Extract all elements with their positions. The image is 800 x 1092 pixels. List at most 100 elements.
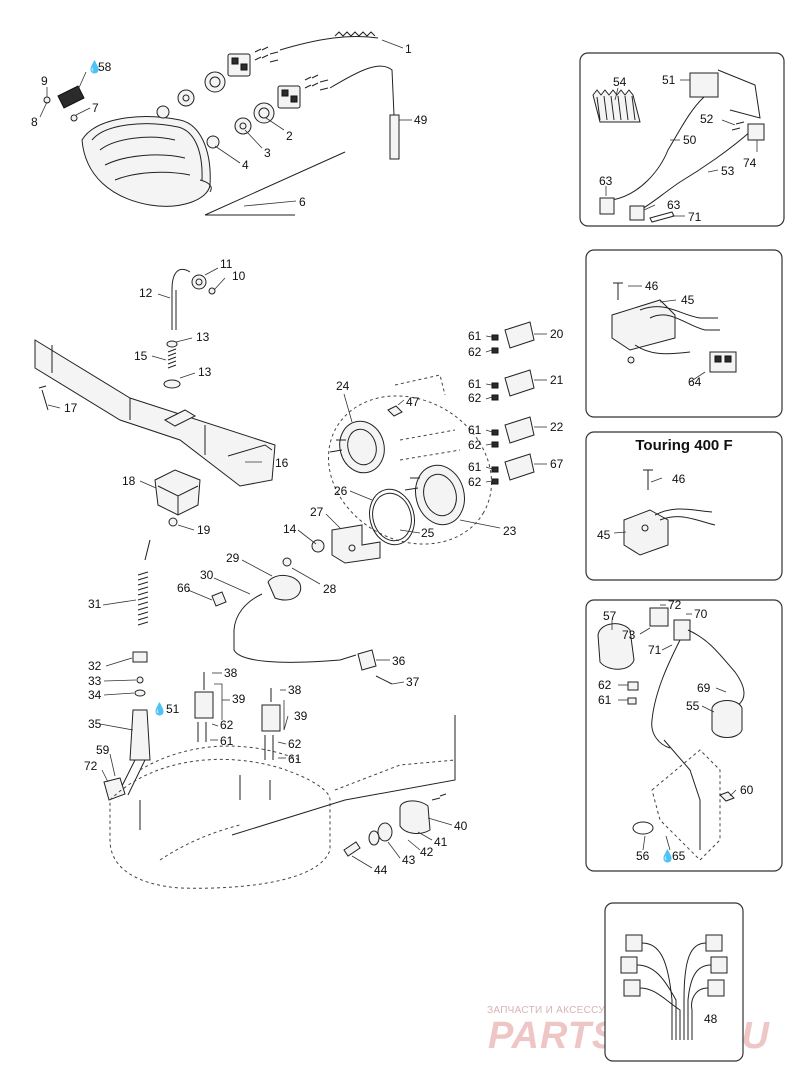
connector-harness-box bbox=[604, 902, 744, 1062]
callout-16: 16 bbox=[275, 456, 289, 470]
callout-46-top: 46 bbox=[645, 279, 659, 293]
callout-24: 24 bbox=[336, 379, 350, 393]
callout-37: 37 bbox=[406, 675, 420, 689]
callout-28: 28 bbox=[323, 582, 337, 596]
callout-72-right: 72 bbox=[668, 598, 682, 612]
callout-56: 56 bbox=[636, 849, 650, 863]
callout-45-top: 45 bbox=[681, 293, 695, 307]
drop-icon: 💧 bbox=[87, 60, 102, 74]
callout-61-ignition: 61 bbox=[598, 693, 612, 707]
callout-61-row1: 61 bbox=[468, 329, 482, 343]
callout-18: 18 bbox=[122, 474, 136, 488]
callout-66: 66 bbox=[177, 581, 191, 595]
callout-13-top: 13 bbox=[196, 330, 210, 344]
callout-52: 52 bbox=[700, 112, 714, 126]
callout-59: 59 bbox=[96, 743, 110, 757]
callout-27: 27 bbox=[310, 505, 324, 519]
touring-box: Touring 400 F bbox=[585, 431, 783, 581]
callout-32: 32 bbox=[88, 659, 102, 673]
callout-71-top: 71 bbox=[688, 210, 702, 224]
callout-38-right: 38 bbox=[288, 683, 302, 697]
callout-62-row4: 62 bbox=[468, 475, 482, 489]
callout-57: 57 bbox=[603, 609, 617, 623]
callout-44: 44 bbox=[374, 863, 388, 877]
callout-33: 33 bbox=[88, 674, 102, 688]
callout-63-right: 63 bbox=[667, 198, 681, 212]
callout-15: 15 bbox=[134, 349, 148, 363]
callout-61-left: 61 bbox=[220, 734, 234, 748]
callout-73: 73 bbox=[622, 628, 636, 642]
callout-21: 21 bbox=[550, 373, 564, 387]
gauge-cluster bbox=[282, 321, 535, 567]
callout-25: 25 bbox=[421, 526, 435, 540]
callout-46-touring: 46 bbox=[672, 472, 686, 486]
callout-3: 3 bbox=[264, 146, 271, 160]
callout-17: 17 bbox=[64, 401, 78, 415]
callout-14: 14 bbox=[283, 522, 297, 536]
callout-7: 7 bbox=[92, 101, 99, 115]
throttle-harness bbox=[103, 539, 281, 801]
panel-harness-box bbox=[579, 52, 785, 227]
sender-assembly bbox=[211, 575, 393, 685]
callout-22: 22 bbox=[550, 420, 564, 434]
touring-title: Touring 400 F bbox=[635, 437, 732, 454]
callout-61-row3: 61 bbox=[468, 423, 482, 437]
callout-45-touring: 45 bbox=[597, 528, 611, 542]
callout-62-left: 62 bbox=[220, 718, 234, 732]
callout-51-top: 51 bbox=[662, 73, 676, 87]
callout-9: 9 bbox=[41, 74, 48, 88]
callout-65: 65 bbox=[672, 849, 686, 863]
callout-49: 49 bbox=[414, 113, 428, 127]
callout-34: 34 bbox=[88, 688, 102, 702]
callout-10: 10 bbox=[232, 269, 246, 283]
callout-38-left: 38 bbox=[224, 666, 238, 680]
callout-39-right: 39 bbox=[294, 709, 308, 723]
callout-8: 8 bbox=[31, 115, 38, 129]
callout-53: 53 bbox=[721, 164, 735, 178]
callout-4: 4 bbox=[242, 158, 249, 172]
callout-58: 58 bbox=[98, 60, 112, 74]
callout-61-right: 61 bbox=[288, 752, 302, 766]
callout-20: 20 bbox=[550, 327, 564, 341]
callout-42: 42 bbox=[420, 845, 434, 859]
callout-11: 11 bbox=[220, 257, 233, 271]
callout-19: 19 bbox=[197, 523, 211, 537]
chassis-outline bbox=[109, 715, 456, 889]
mounting-bracket bbox=[34, 268, 276, 527]
callout-62-row2: 62 bbox=[468, 391, 482, 405]
callout-67: 67 bbox=[550, 457, 564, 471]
leader-lines bbox=[39, 39, 758, 869]
callout-71-bottom: 71 bbox=[648, 643, 662, 657]
callout-55: 55 bbox=[686, 699, 700, 713]
regulator-box bbox=[585, 249, 783, 418]
callout-47: 47 bbox=[406, 395, 420, 409]
callout-69: 69 bbox=[697, 681, 711, 695]
callout-61-row2: 61 bbox=[468, 377, 482, 391]
callout-labels: 1 49 2 3 4 6 7 8 9 💧 58 54 51 50 52 74 5… bbox=[31, 42, 757, 1026]
callout-13-bottom: 13 bbox=[198, 365, 212, 379]
callout-1: 1 bbox=[405, 42, 412, 56]
callout-62-row1: 62 bbox=[468, 345, 482, 359]
callout-29: 29 bbox=[226, 551, 240, 565]
callout-51-bottom: 51 bbox=[166, 702, 180, 716]
callout-23: 23 bbox=[503, 524, 517, 538]
headlight-assembly bbox=[43, 31, 400, 216]
callout-72-left: 72 bbox=[84, 759, 98, 773]
callout-41: 41 bbox=[434, 835, 448, 849]
callout-6: 6 bbox=[299, 195, 306, 209]
callout-48: 48 bbox=[704, 1012, 718, 1026]
callout-54: 54 bbox=[613, 75, 627, 89]
callout-63-left: 63 bbox=[599, 174, 613, 188]
callout-26: 26 bbox=[334, 484, 348, 498]
callout-35: 35 bbox=[88, 717, 102, 731]
callout-61-row4: 61 bbox=[468, 460, 482, 474]
callout-31: 31 bbox=[88, 597, 102, 611]
callout-50: 50 bbox=[683, 133, 697, 147]
callout-12: 12 bbox=[139, 286, 153, 300]
callout-39-left: 39 bbox=[232, 692, 246, 706]
callout-74: 74 bbox=[743, 156, 757, 170]
callout-30: 30 bbox=[200, 568, 214, 582]
callout-62-row3: 62 bbox=[468, 438, 482, 452]
callout-2: 2 bbox=[286, 129, 293, 143]
